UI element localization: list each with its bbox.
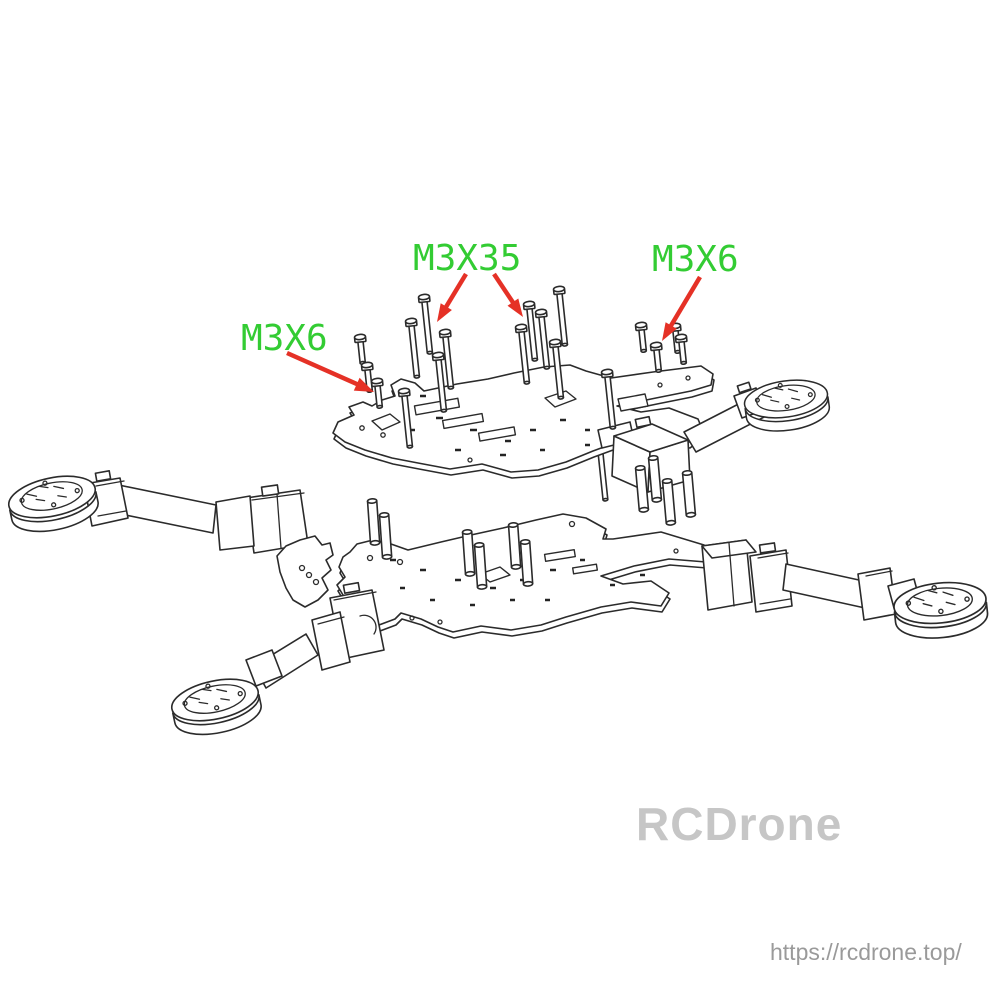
rear-left-arm xyxy=(167,581,385,743)
callout-label-m3x6-right: M3X6 xyxy=(652,239,739,280)
motor-mount-pod xyxy=(167,671,266,743)
bottom-plate xyxy=(336,513,715,639)
rear-right-arm xyxy=(611,374,833,527)
screw-m3x6 xyxy=(649,341,666,374)
standoff xyxy=(366,497,381,547)
arrow-m3x35-right-icon xyxy=(492,272,523,317)
watermark: RCDrone xyxy=(636,798,843,850)
screw-m3x6 xyxy=(353,333,370,366)
screw-m3x35 xyxy=(552,285,572,348)
callout-arrows xyxy=(286,272,702,392)
motor-mount-pod xyxy=(741,374,833,437)
front-left-arm xyxy=(4,468,309,554)
screw-m3x35 xyxy=(404,317,424,380)
source-url: https://rcdrone.top/ xyxy=(770,939,962,965)
screw-m3x35 xyxy=(417,293,437,356)
top-plate xyxy=(332,364,715,479)
right-arm xyxy=(701,539,991,644)
callout-label-m3x6-left: M3X6 xyxy=(241,318,328,359)
lower-frame-assembly xyxy=(4,468,991,743)
callout-label-m3x35: M3X35 xyxy=(413,238,522,279)
standoff xyxy=(681,469,697,519)
top-plate-assembly xyxy=(332,285,833,527)
arrow-m3x6-right-icon xyxy=(662,275,702,341)
camera-side-plate xyxy=(276,535,334,608)
screw-m3x6 xyxy=(634,321,651,354)
arrow-m3x35-left-icon xyxy=(437,272,468,322)
arrow-m3x6-left-icon xyxy=(286,350,374,392)
screws-m3x6-right xyxy=(634,321,691,374)
